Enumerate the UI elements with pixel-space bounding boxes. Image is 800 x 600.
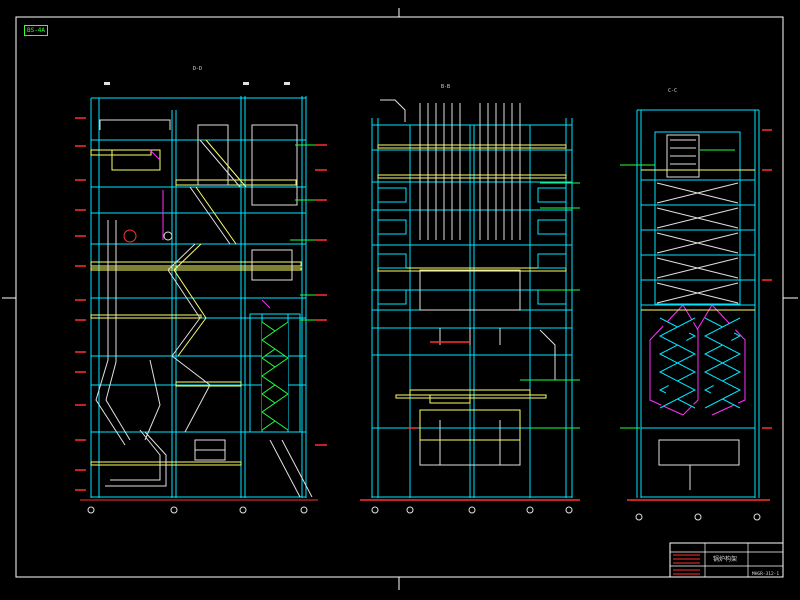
drawing-number: MHGR-312-1 <box>752 571 779 577</box>
side-elevation-view[interactable]: D-D <box>75 66 327 514</box>
sheet-tag: BS-4A <box>24 25 48 36</box>
side-view-label: D-D <box>193 66 202 72</box>
drawing-title: 锅炉构架 <box>713 555 737 563</box>
sheet-border <box>15 16 784 578</box>
rear-view-label: C-C <box>668 88 677 94</box>
rear-elevation-view[interactable]: C-C <box>620 88 772 521</box>
title-block[interactable]: 锅炉构架 MHGR-312-1 <box>669 542 784 578</box>
front-elevation-view[interactable]: B-B <box>360 84 580 514</box>
front-view-label: B-B <box>441 84 450 90</box>
